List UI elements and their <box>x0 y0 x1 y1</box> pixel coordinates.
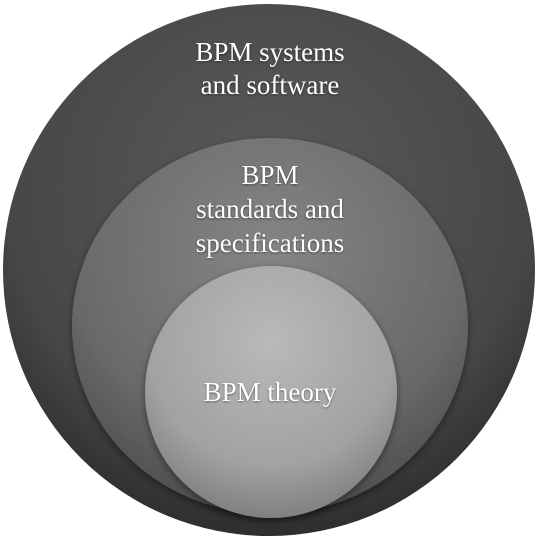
outer-circle-label: BPM systems and software <box>195 37 345 100</box>
inner-circle-label: BPM theory <box>203 377 337 407</box>
inner-circle <box>145 266 397 518</box>
middle-circle-label: BPM standards and specifications <box>195 160 345 258</box>
